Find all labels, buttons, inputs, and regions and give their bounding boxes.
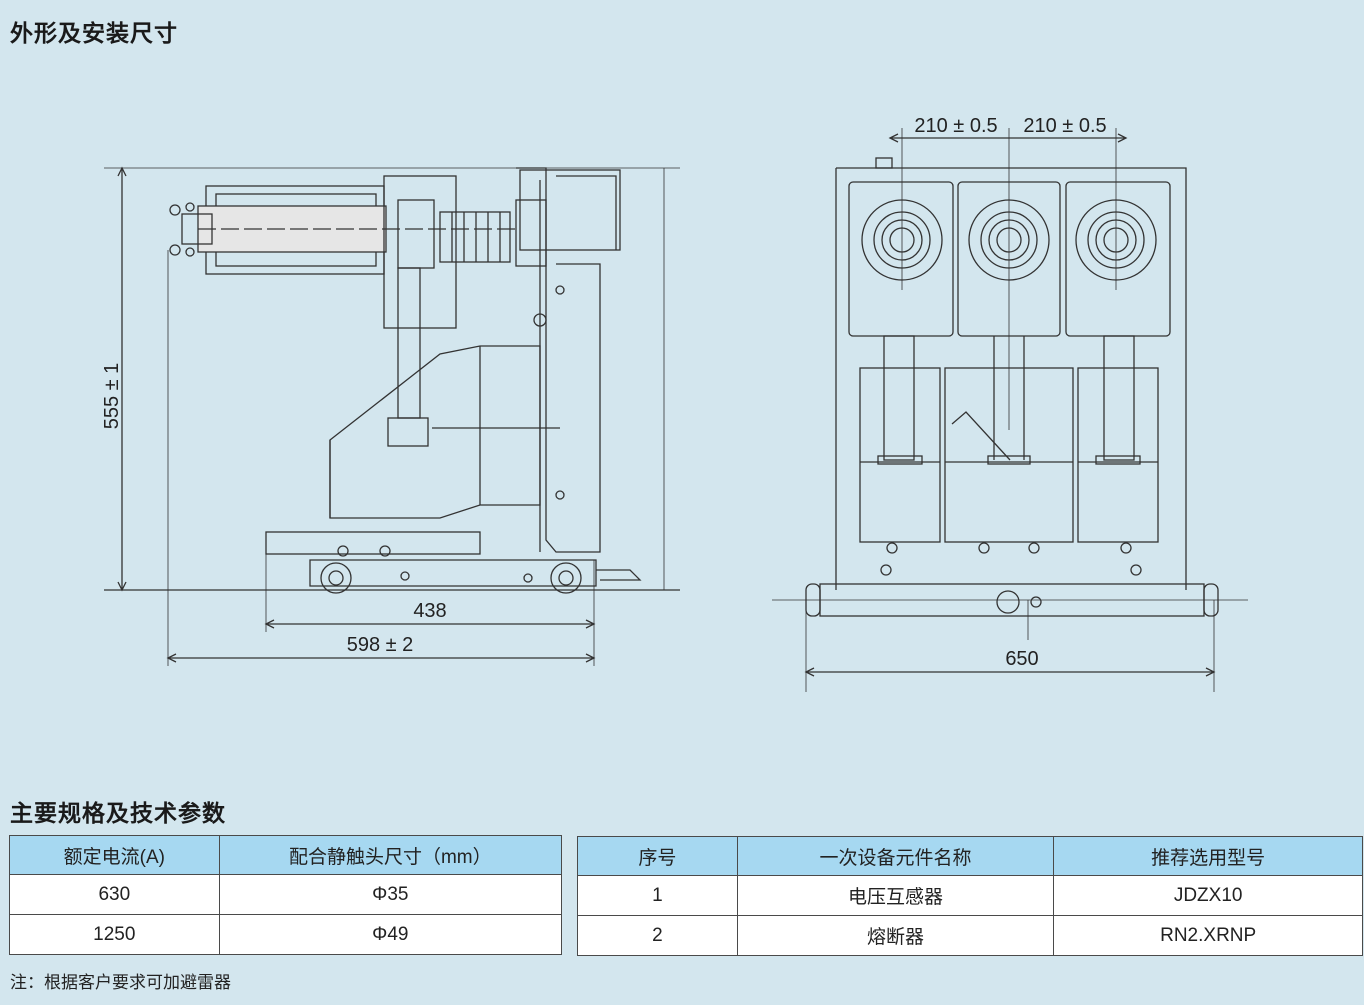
dimension-height: 555 ± 1 [101,363,123,430]
table-cell: Φ35 [218,874,563,915]
column-header-contact-size: 配合静触头尺寸（mm） [218,835,563,875]
table-row: 2 熔断器 RN2.XRNP [577,915,1363,956]
table-row: 1 电压互感器 JDZX10 [577,875,1363,916]
dimension-width-inner: 438 [413,600,446,622]
table-cell: 电压互感器 [736,875,1055,916]
section-title-dimensions: 外形及安装尺寸 [10,21,178,47]
column-header-model: 推荐选用型号 [1053,836,1363,876]
footnote: 注：根据客户要求可加避雷器 [10,973,231,993]
table-cell: RN2.XRNP [1053,915,1363,956]
dimension-pitch-left: 210 ± 0.5 [914,115,997,137]
table-cell: JDZX10 [1053,875,1363,916]
component-table: 序号 一次设备元件名称 推荐选用型号 1 电压互感器 JDZX10 2 熔断器 … [577,836,1363,956]
column-header-rated-current: 额定电流(A) [9,835,220,875]
table-cell: 2 [577,915,738,956]
table-cell: 熔断器 [736,915,1055,956]
dimension-width-outer: 598 ± 2 [347,634,414,656]
column-header-number: 序号 [577,836,738,876]
side-view [104,166,680,666]
table-cell: 1250 [9,914,220,955]
table-header-row: 额定电流(A) 配合静触头尺寸（mm） [9,835,563,875]
technical-drawing: 555 ± 1 438 598 ± 2 210 ± 0.5 210 ± 0.5 … [101,115,1248,692]
column-header-component-name: 一次设备元件名称 [736,836,1055,876]
dimension-pitch-right: 210 ± 0.5 [1023,115,1106,137]
table-cell: 1 [577,875,738,916]
contact-size-table: 额定电流(A) 配合静触头尺寸（mm） 630 Φ35 1250 Φ49 [9,835,563,955]
section-title-specs: 主要规格及技术参数 [10,801,226,827]
front-view [772,128,1248,692]
dimension-front-width: 650 [1005,648,1038,670]
table-row: 630 Φ35 [9,874,563,915]
table-cell: Φ49 [218,914,563,955]
table-row: 1250 Φ49 [9,914,563,955]
table-header-row: 序号 一次设备元件名称 推荐选用型号 [577,836,1363,876]
table-cell: 630 [9,874,220,915]
